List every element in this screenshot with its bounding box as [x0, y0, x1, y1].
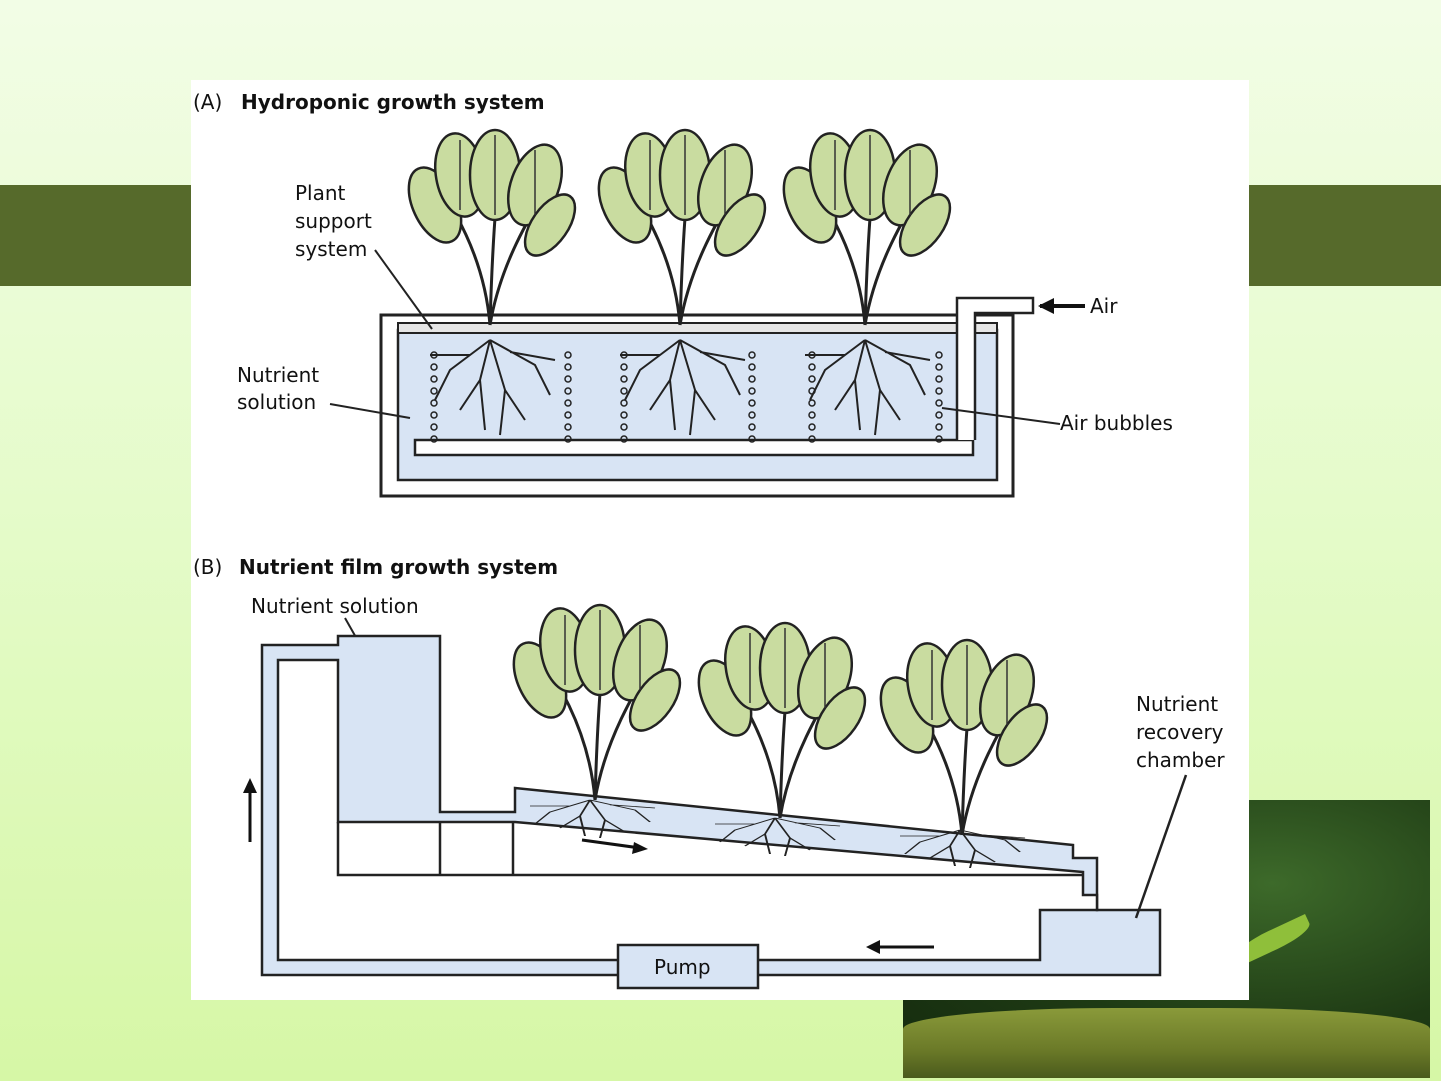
- plant-icon: [771, 127, 962, 327]
- label-recovery-chamber: chamber: [1136, 748, 1225, 772]
- base-structure: [276, 658, 1099, 962]
- tank-inner-base: [413, 438, 975, 457]
- panel-a-prefix: (A): [193, 90, 222, 114]
- label-plant-support: system: [295, 237, 367, 261]
- label-pump: Pump: [654, 955, 711, 979]
- air-arrow-icon: [1038, 298, 1054, 314]
- panel-b-title: Nutrient film growth system: [239, 555, 558, 579]
- label-nutrient-solution: solution: [237, 390, 316, 414]
- panel-b: (B) Nutrient film growth system Nutrient…: [193, 555, 1225, 990]
- flow-arrow-icon: [243, 778, 257, 793]
- label-air-bubbles: Air bubbles: [1060, 411, 1173, 435]
- label-nutrient-solution-b: Nutrient solution: [251, 594, 419, 618]
- air-pipe: [955, 296, 1035, 440]
- plant-icon: [586, 127, 777, 327]
- panel-b-prefix: (B): [193, 555, 222, 579]
- label-plant-support: Plant: [295, 181, 346, 205]
- label-nutrient-solution: Nutrient: [237, 363, 319, 387]
- label-recovery-chamber: Nutrient: [1136, 692, 1218, 716]
- plant-icon: [868, 637, 1059, 837]
- flow-arrow-icon: [632, 842, 648, 854]
- panel-a: (A) Hydroponic growth system Plant suppo…: [193, 90, 1173, 498]
- label-air: Air: [1090, 294, 1118, 318]
- panel-a-title: Hydroponic growth system: [241, 90, 545, 114]
- plant-icon: [686, 620, 877, 820]
- plant-icon: [501, 602, 692, 802]
- label-recovery-chamber: recovery: [1136, 720, 1224, 744]
- pump: [616, 943, 760, 990]
- label-plant-support: support: [295, 209, 372, 233]
- plant-icon: [396, 127, 587, 327]
- flow-arrow-icon: [866, 940, 880, 954]
- plant-support-board: [397, 322, 998, 334]
